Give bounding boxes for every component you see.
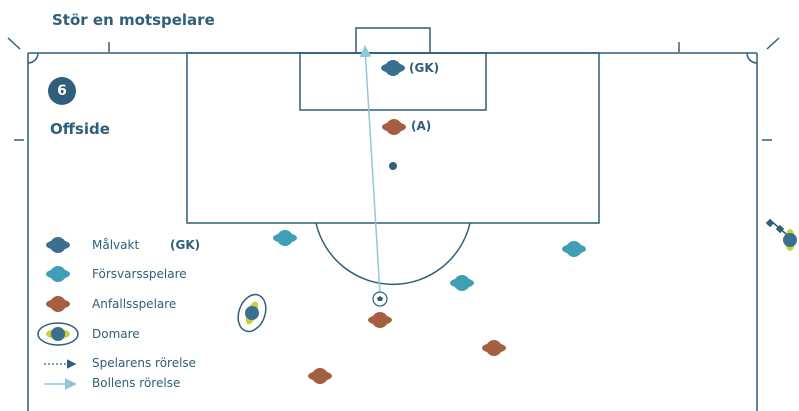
attacker-icon [382,119,406,135]
legend-goalkeeper-label: Målvakt [92,238,140,252]
assistant-referee-icon [783,229,797,251]
goalkeeper-label: (GK) [409,61,440,75]
legend-ball-movement-label: Bollens rörelse [92,376,181,390]
referee-icon [237,293,267,333]
legend-referee-label: Domare [92,327,140,341]
flag-icon [765,218,787,235]
corner-mark [7,37,21,50]
penalty-arc [315,222,471,286]
corner-arc-left [27,52,39,64]
defender-icon [562,241,586,257]
diagram-subtitle: Offside [50,120,110,138]
ball-icon [372,291,388,307]
legend-goalkeeper-icon [46,237,70,253]
corner-mark [766,37,780,50]
attacker-icon [368,312,392,328]
penalty-area [186,52,600,224]
attacker-icon [482,340,506,356]
legend-attacker-icon [46,296,70,312]
defender-icon [273,230,297,246]
penalty-spot [389,162,397,170]
pitch-lines [7,27,780,411]
legend-defender-label: Försvarsspelare [92,267,187,281]
attacker-icon [308,368,332,384]
defender-icon [450,275,474,291]
legend-player-movement-label: Spelarens rörelse [92,356,197,370]
goalkeeper-icon [381,60,405,76]
legend-referee-icon [37,322,79,346]
ball-path-arrow [359,45,381,295]
corner-arc-right [746,52,758,64]
legend-goalkeeper-tag: (GK) [170,238,201,252]
goal [355,27,431,54]
attacker-label: (A) [411,119,432,133]
legend-defender-icon [46,266,70,282]
number-badge: 6 [48,77,76,105]
goal-area [299,52,487,111]
diagram-title: Stör en motspelare [52,11,215,29]
legend-attacker-label: Anfallsspelare [92,297,177,311]
